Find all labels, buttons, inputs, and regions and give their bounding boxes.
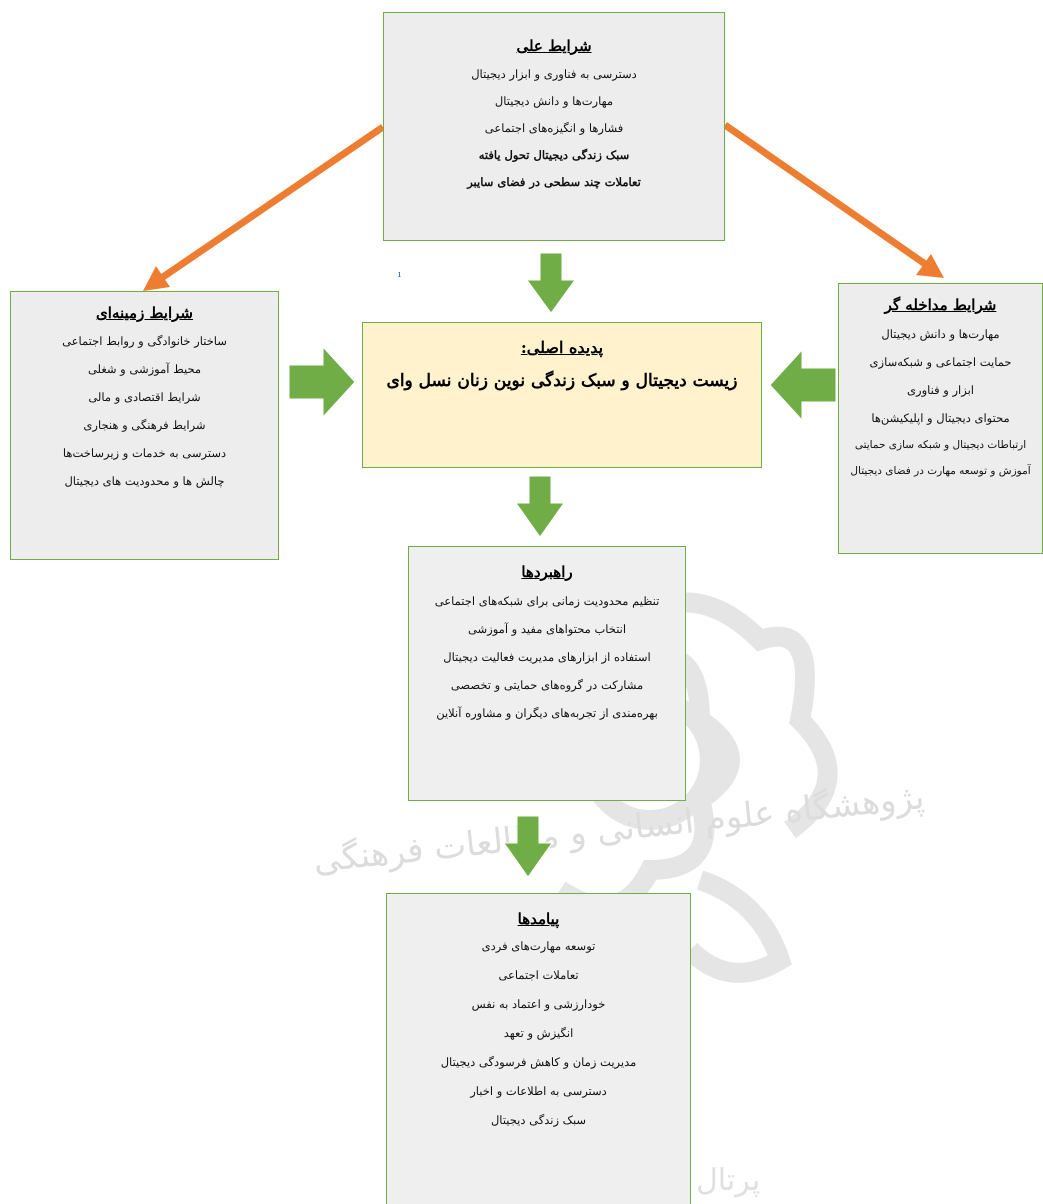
intervening-item: حمایت اجتماعی و شبکه‌سازی — [869, 354, 1012, 369]
outcomes-title: پیامدها — [517, 910, 560, 928]
intervening-item: ارتباطات دیجیتال و شبکه سازی حمایتی — [854, 438, 1027, 451]
causal-conditions-title: شرایط علی — [516, 37, 592, 55]
strategy-item: انتخاب محتواهای مفید و آموزشی — [467, 621, 627, 636]
causal-item: سبک زندگی دیجیتال تحول یافته — [478, 147, 630, 162]
intervening-conditions-box: شرایط مداخله گر مهارت‌ها و دانش دیجیتال … — [838, 283, 1043, 554]
causal-item: تعاملات چند سطحی در فضای سایبر — [467, 174, 641, 189]
contextual-item: شرایط اقتصادی و مالی — [88, 389, 201, 404]
causal-item: مهارت‌ها و دانش دیجیتال — [494, 93, 614, 108]
outcome-item: انگیزش و تعهد — [503, 1025, 574, 1040]
intervening-item: آموزش و توسعه مهارت در فضای دیجیتال — [850, 465, 1031, 478]
core-phenomenon-title: پدیده اصلی: — [520, 338, 604, 357]
causal-item: فشارها و انگیزه‌های اجتماعی — [484, 120, 624, 135]
outcome-item: مدیریت زمان و کاهش فرسودگی دیجیتال — [440, 1054, 637, 1069]
contextual-conditions-box: شرایط زمینه‌ای ساختار خانوادگی و روابط ا… — [10, 291, 279, 560]
intervening-conditions-title: شرایط مداخله گر — [884, 296, 997, 314]
contextual-item: محیط آموزشی و شغلی — [87, 361, 202, 376]
outcome-item: خودارزشی و اعتماد به نفس — [471, 996, 606, 1011]
strategies-box: راهبردها تنظیم محدودیت زمانی برای شبکه‌ه… — [408, 546, 686, 801]
intervening-item: محتوای دیجیتال و اپلیکیشن‌ها — [871, 410, 1010, 425]
strategies-title: راهبردها — [521, 563, 573, 581]
core-phenomenon-box: پدیده اصلی: زیست دیجیتال و سبک زندگی نوی… — [362, 322, 762, 468]
strategy-item: تنظیم محدودیت زمانی برای شبکه‌های اجتماع… — [434, 594, 660, 608]
intervening-item: ابزار و فناوری — [907, 382, 974, 397]
strategy-item: بهره‌مندی از تجربه‌های دیگران و مشاوره آ… — [436, 705, 658, 720]
contextual-item: ساختار خانوادگی و روابط اجتماعی — [62, 334, 227, 348]
contextual-item: شرایط فرهنگی و هنجاری — [83, 417, 206, 432]
outcomes-box: پیامدها توسعه مهارت‌های فردی تعاملات اجت… — [386, 893, 691, 1204]
causal-item: دسترسی به فناوری و ابزار دیجیتال — [471, 67, 637, 81]
outcome-item: توسعه مهارت‌های فردی — [481, 939, 596, 953]
stray-mark: ı — [398, 270, 401, 280]
strategy-item: استفاده از ابزارهای مدیریت فعالیت دیجیتا… — [443, 649, 651, 664]
contextual-item: دسترسی به خدمات و زیرساخت‌ها — [62, 445, 227, 460]
outcome-item: تعاملات اجتماعی — [498, 967, 579, 982]
intervening-item: مهارت‌ها و دانش دیجیتال — [881, 327, 1000, 341]
strategy-item: مشارکت در گروه‌های حمایتی و تخصصی — [450, 677, 644, 692]
contextual-conditions-title: شرایط زمینه‌ای — [96, 304, 193, 322]
core-phenomenon-text: زیست دیجیتال و سبک زندگی نوین زنان نسل و… — [386, 371, 738, 391]
outcome-item: دسترسی به اطلاعات و اخبار — [470, 1083, 607, 1098]
causal-conditions-box: شرایط علی دسترسی به فناوری و ابزار دیجیت… — [383, 12, 725, 241]
outcome-item: سبک زندگی دیجیتال — [490, 1112, 587, 1127]
contextual-item: چالش ها و محدودیت های دیجیتال — [64, 473, 225, 488]
